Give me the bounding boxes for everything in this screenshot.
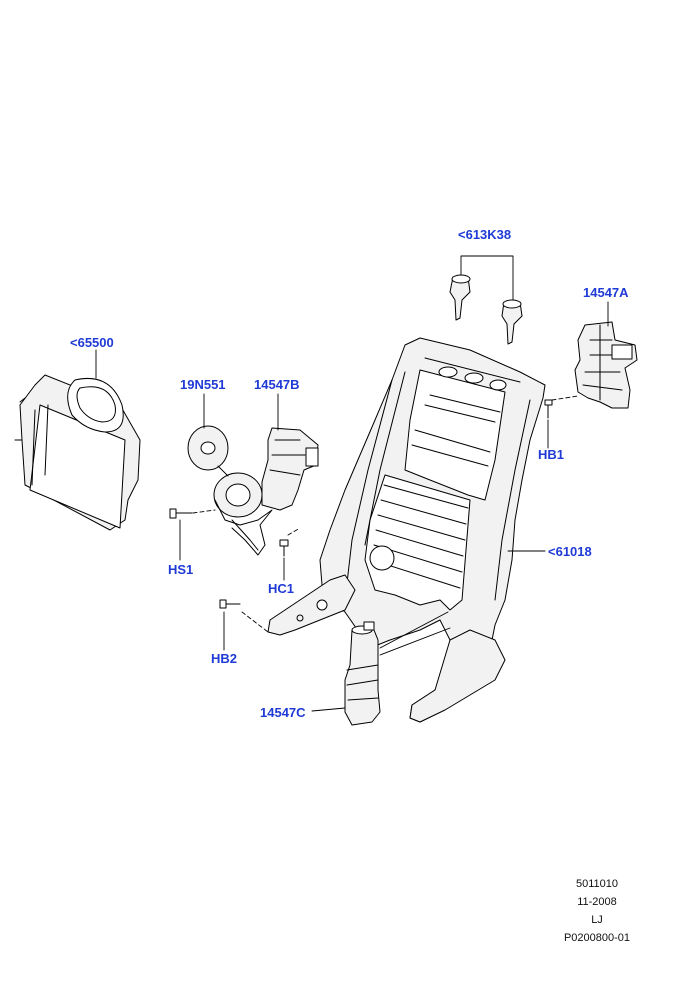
callout-14547c[interactable]: 14547C xyxy=(260,705,306,720)
assembly-14547b[interactable] xyxy=(213,427,319,556)
headrest-guide-left[interactable] xyxy=(449,274,471,321)
back-panel-65500[interactable] xyxy=(14,374,141,531)
callout-hc1[interactable]: HC1 xyxy=(268,581,295,596)
callout-hs1[interactable]: HS1 xyxy=(168,562,194,577)
footer-initials: LJ xyxy=(591,914,603,926)
screw-hc1[interactable] xyxy=(279,539,289,557)
callout-hb1[interactable]: HB1 xyxy=(538,447,565,462)
screw-hb1[interactable] xyxy=(544,399,553,419)
disc-19n551[interactable] xyxy=(187,425,229,471)
module-14547a[interactable] xyxy=(574,321,638,409)
callout-65500[interactable]: <65500 xyxy=(70,335,114,350)
callout-hb2[interactable]: HB2 xyxy=(211,651,238,666)
leader-lines xyxy=(95,255,609,712)
footer-date: 11-2008 xyxy=(577,896,617,908)
callout-14547b[interactable]: 14547B xyxy=(254,377,300,392)
callout-61018[interactable]: <61018 xyxy=(548,544,592,559)
headrest-guide-right[interactable] xyxy=(501,299,523,345)
seat-back-frame[interactable] xyxy=(267,337,546,723)
footer-code: 5011010 xyxy=(575,878,618,890)
screw-hb2[interactable] xyxy=(219,599,241,609)
motor-14547c[interactable] xyxy=(344,621,381,726)
callout-613k38[interactable]: <613K38 xyxy=(458,227,512,242)
screw-hs1[interactable] xyxy=(169,508,193,519)
callout-19n551[interactable]: 19N551 xyxy=(180,377,226,392)
footer-drawing-number: P0200800-01 xyxy=(563,932,631,944)
callout-14547a[interactable]: 14547A xyxy=(583,285,629,300)
